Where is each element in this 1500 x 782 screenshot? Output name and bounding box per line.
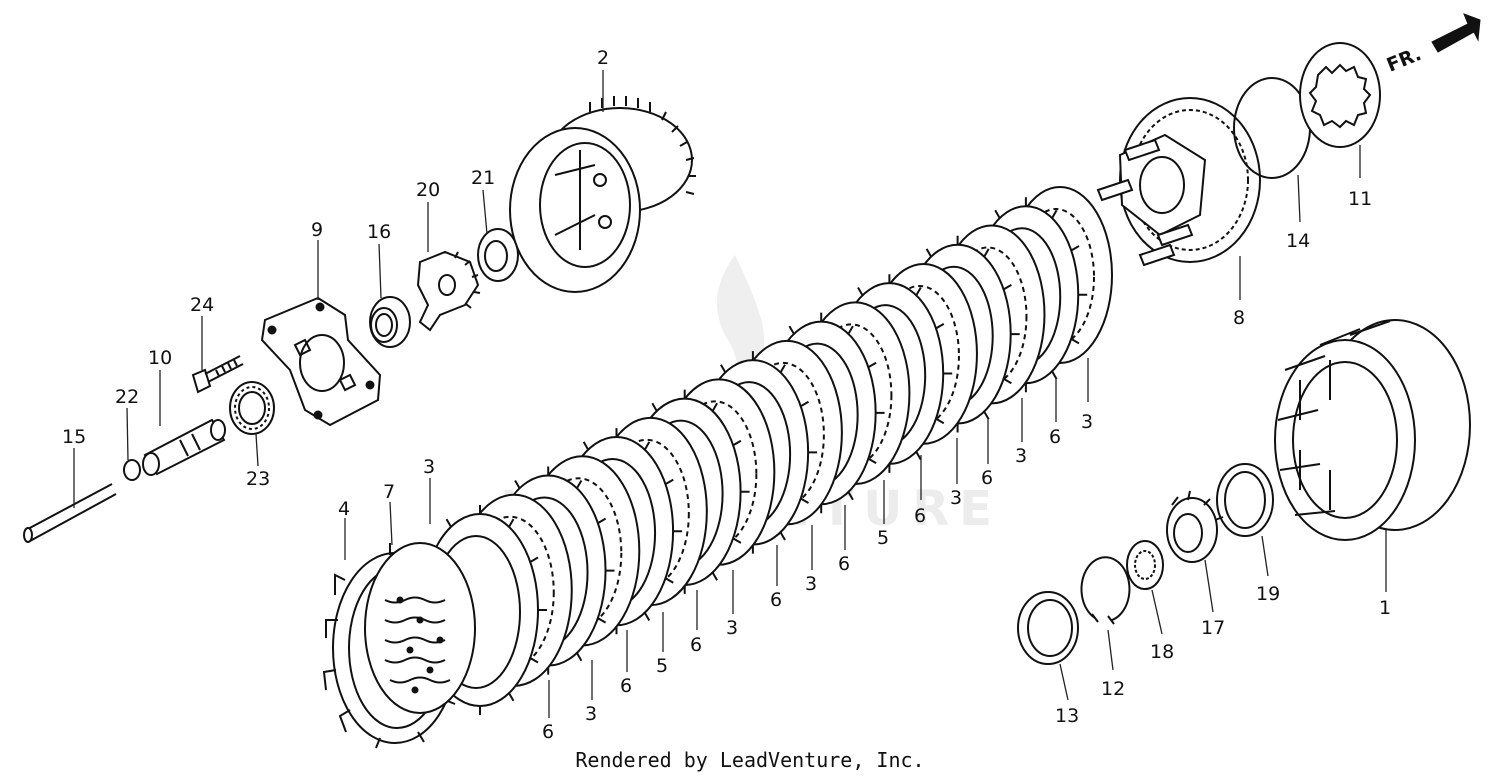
callout-17: 17 [1201,617,1225,639]
callout-9: 9 [311,219,323,241]
callout-6-e: 6 [838,553,850,575]
front-direction-indicator: FR. [1384,13,1481,77]
part-lifter-plate-9 [260,296,382,427]
callout-6-g: 6 [981,467,993,489]
callout-20: 20 [416,179,440,201]
part-nut-17 [1166,490,1224,563]
part-circlip-12 [1080,556,1131,625]
part-washer-22 [123,459,141,481]
callout-3-a: 3 [423,456,435,478]
part-clutch-center-8 [1096,97,1261,267]
part-shaft-10 [142,418,226,476]
callout-1: 1 [1379,597,1391,619]
part-ring-13 [1017,591,1079,665]
part-lock-plate-20 [416,250,481,332]
callout-6-h: 6 [1049,426,1061,448]
part-bolt-24 [191,355,244,394]
callout-18: 18 [1150,641,1174,663]
callout-21: 21 [471,167,495,189]
callout-5-b: 5 [877,527,889,549]
callout-22: 22 [115,386,139,408]
callout-6-f: 6 [914,505,926,527]
callout-13: 13 [1055,705,1079,727]
callout-labels: 2 21 20 9 16 24 10 22 15 23 4 7 3 6 3 6 … [62,47,1391,743]
callout-3-g: 3 [1081,411,1093,433]
callout-11: 11 [1348,188,1372,210]
callout-23: 23 [246,468,270,490]
part-bearing-23 [229,381,275,435]
callout-6-a: 6 [542,721,554,743]
front-direction-label: FR. [1384,43,1425,77]
callout-19: 19 [1256,583,1280,605]
callout-3-c: 3 [726,617,738,639]
callout-24: 24 [190,294,214,316]
part-pin-15 [23,483,117,543]
leader-lines [73,70,1387,718]
callout-3-f: 3 [1015,445,1027,467]
callout-10: 10 [148,347,172,369]
part-washer-19 [1216,463,1274,537]
part-outer-housing-2 [509,96,696,293]
part-seal-16 [369,296,411,348]
callout-3-e: 3 [950,487,962,509]
clutch-plate-stack [413,186,1113,715]
callout-7: 7 [383,481,395,503]
callout-3-b: 3 [585,703,597,725]
callout-14: 14 [1286,230,1310,252]
part-basket-1 [1274,319,1471,541]
callout-8: 8 [1233,307,1245,329]
callout-16: 16 [367,221,391,243]
callout-3-d: 3 [805,573,817,595]
callout-4: 4 [338,498,350,520]
part-washer-21 [477,228,519,282]
render-credit: Rendered by LeadVenture, Inc. [575,748,925,772]
callout-6-b: 6 [620,675,632,697]
callout-6-d: 6 [770,589,782,611]
part-bearing-18 [1126,540,1164,590]
callout-12: 12 [1101,678,1125,700]
callout-2: 2 [597,47,609,69]
part-spring-plate-7 [364,542,476,714]
callout-6-c: 6 [690,634,702,656]
callout-5-a: 5 [656,655,668,677]
callout-15: 15 [62,426,86,448]
part-lock-washer-11 [1299,42,1381,148]
